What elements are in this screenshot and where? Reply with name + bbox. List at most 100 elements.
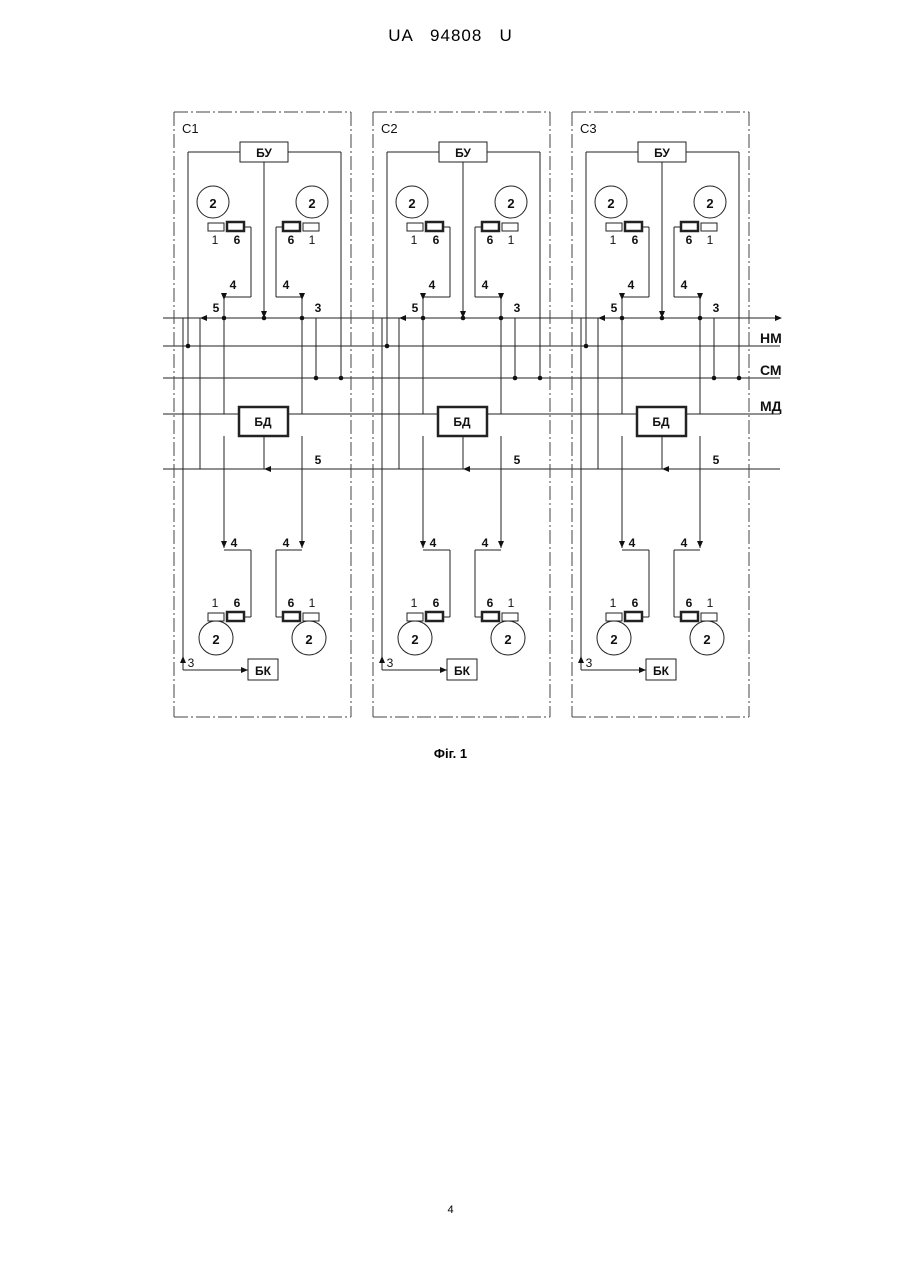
- junction-dot: [513, 376, 518, 381]
- arrow-head: [498, 541, 504, 548]
- sensor-element-6: [426, 612, 443, 621]
- element-label: 1: [411, 233, 418, 247]
- junction-dot: [620, 316, 625, 321]
- element-label: 6: [686, 596, 693, 610]
- junction-dot: [262, 316, 267, 321]
- bus-label: МД: [760, 398, 782, 414]
- wire-label: 4: [482, 536, 489, 550]
- element-label: 6: [632, 596, 639, 610]
- arrow-head: [598, 315, 605, 321]
- wire-label: 5: [213, 301, 220, 315]
- sensor-block-label: БД: [652, 415, 670, 429]
- sensor-element-1: [701, 223, 717, 231]
- sensor-element-1: [701, 613, 717, 621]
- arrow-head: [180, 656, 186, 663]
- wire-label: 5: [611, 301, 618, 315]
- wire-label: 3: [188, 656, 195, 670]
- arrow-head: [200, 315, 207, 321]
- element-label: 6: [632, 233, 639, 247]
- element-label: 6: [288, 233, 295, 247]
- sensor-element-1: [407, 613, 423, 621]
- junction-dot: [698, 316, 703, 321]
- wire-label: 4: [283, 278, 290, 292]
- sensor-element-1: [502, 613, 518, 621]
- junction-dot: [339, 376, 344, 381]
- sensor-element-6: [625, 612, 642, 621]
- comm-block-label: БК: [653, 664, 670, 678]
- element-label: 6: [487, 596, 494, 610]
- element-label: 1: [610, 233, 617, 247]
- element-label: 1: [707, 596, 714, 610]
- element-label: 6: [686, 233, 693, 247]
- sensor-element-1: [208, 613, 224, 621]
- wire-label: 3: [586, 656, 593, 670]
- arrow-head: [420, 541, 426, 548]
- sensor-block-label: БД: [453, 415, 471, 429]
- sensor-element-6: [426, 222, 443, 231]
- junction-dot: [584, 344, 589, 349]
- comm-block-label: БК: [454, 664, 471, 678]
- wire-label: 4: [231, 536, 238, 550]
- junction-dot: [499, 316, 504, 321]
- element-label: 1: [212, 233, 219, 247]
- sensor-element-6: [227, 222, 244, 231]
- motor-label: 2: [209, 196, 216, 211]
- arrow-head: [619, 541, 625, 548]
- motor-label: 2: [504, 632, 511, 647]
- junction-dot: [461, 316, 466, 321]
- element-label: 6: [487, 233, 494, 247]
- motor-label: 2: [305, 632, 312, 647]
- sensor-block-label: БД: [254, 415, 272, 429]
- motor-label: 2: [308, 196, 315, 211]
- bus-label: НМ: [760, 330, 782, 346]
- sensor-element-6: [283, 222, 300, 231]
- comm-block-label: БК: [255, 664, 272, 678]
- sensor-element-6: [681, 612, 698, 621]
- sensor-element-1: [303, 613, 319, 621]
- arrow-head: [299, 541, 305, 548]
- wire-label: 3: [713, 301, 720, 315]
- motor-label: 2: [408, 196, 415, 211]
- wire-label: 4: [230, 278, 237, 292]
- arrow-head: [463, 466, 470, 472]
- junction-dot: [385, 344, 390, 349]
- sensor-element-6: [283, 612, 300, 621]
- sensor-element-6: [227, 612, 244, 621]
- sensor-element-1: [407, 223, 423, 231]
- element-label: 1: [508, 596, 515, 610]
- sensor-element-1: [208, 223, 224, 231]
- motor-label: 2: [507, 196, 514, 211]
- bus-label: СМ: [760, 362, 782, 378]
- junction-dot: [186, 344, 191, 349]
- element-label: 1: [309, 233, 316, 247]
- arrow-head: [662, 466, 669, 472]
- motor-label: 2: [610, 632, 617, 647]
- element-label: 1: [610, 596, 617, 610]
- element-label: 1: [411, 596, 418, 610]
- wire-label: 4: [681, 536, 688, 550]
- wire-label: 5: [315, 453, 322, 467]
- element-label: 6: [288, 596, 295, 610]
- element-label: 6: [433, 233, 440, 247]
- motor-label: 2: [212, 632, 219, 647]
- wire-label: 3: [387, 656, 394, 670]
- junction-dot: [660, 316, 665, 321]
- wire-label: 5: [514, 453, 521, 467]
- wire-label: 5: [713, 453, 720, 467]
- motor-label: 2: [703, 632, 710, 647]
- arrow-head: [639, 667, 646, 673]
- element-label: 1: [508, 233, 515, 247]
- arrow-head: [578, 656, 584, 663]
- sensor-element-6: [681, 222, 698, 231]
- junction-dot: [421, 316, 426, 321]
- sensor-element-1: [502, 223, 518, 231]
- arrow-head: [440, 667, 447, 673]
- wire-label: 4: [429, 278, 436, 292]
- element-label: 6: [234, 596, 241, 610]
- wire-label: 4: [681, 278, 688, 292]
- element-label: 6: [433, 596, 440, 610]
- element-label: 6: [234, 233, 241, 247]
- arrow-head: [775, 315, 782, 321]
- element-label: 1: [707, 233, 714, 247]
